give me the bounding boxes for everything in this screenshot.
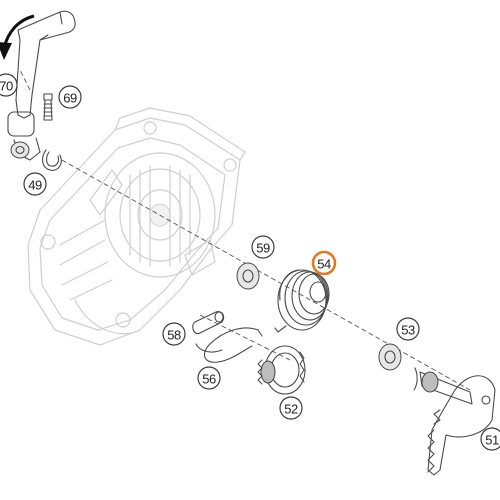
- callout-58-label: 58: [167, 328, 181, 343]
- kick-shaft-51: [413, 367, 496, 476]
- engine-case-outline: [27, 107, 246, 346]
- callout-49-label: 49: [28, 178, 42, 193]
- callout-49[interactable]: 49: [23, 172, 47, 196]
- callout-51-label: 51: [485, 433, 499, 448]
- bolt-69: [43, 93, 53, 121]
- callout-59[interactable]: 59: [251, 235, 275, 259]
- callout-58[interactable]: 58: [162, 322, 186, 346]
- circlip-49: [41, 149, 62, 171]
- washer-59: [236, 262, 260, 290]
- wire-spring-56: [195, 327, 263, 363]
- callout-70-label: 70: [0, 79, 13, 94]
- callout-56[interactable]: 56: [197, 366, 221, 390]
- ratchet-gear-52: [257, 345, 306, 395]
- shaft-axis-lines: [19, 69, 471, 391]
- pin-58: [192, 311, 225, 335]
- kick-lever: [7, 10, 76, 161]
- washer-53: [378, 343, 402, 371]
- callout-52[interactable]: 52: [279, 396, 303, 420]
- callout-70[interactable]: 70: [0, 73, 18, 97]
- callout-69[interactable]: 69: [58, 85, 82, 109]
- callout-53-label: 53: [401, 323, 415, 338]
- callout-56-label: 56: [202, 372, 216, 387]
- callout-69-label: 69: [63, 91, 77, 106]
- callout-54[interactable]: 54: [311, 250, 337, 276]
- kick-spring-54: [274, 269, 330, 333]
- callout-52-label: 52: [284, 402, 298, 417]
- callout-53[interactable]: 53: [396, 317, 420, 341]
- callout-59-label: 59: [256, 241, 270, 256]
- curved-arrow-icon: [0, 14, 35, 60]
- callout-51[interactable]: 51: [480, 427, 500, 451]
- callout-54-label: 54: [317, 257, 331, 272]
